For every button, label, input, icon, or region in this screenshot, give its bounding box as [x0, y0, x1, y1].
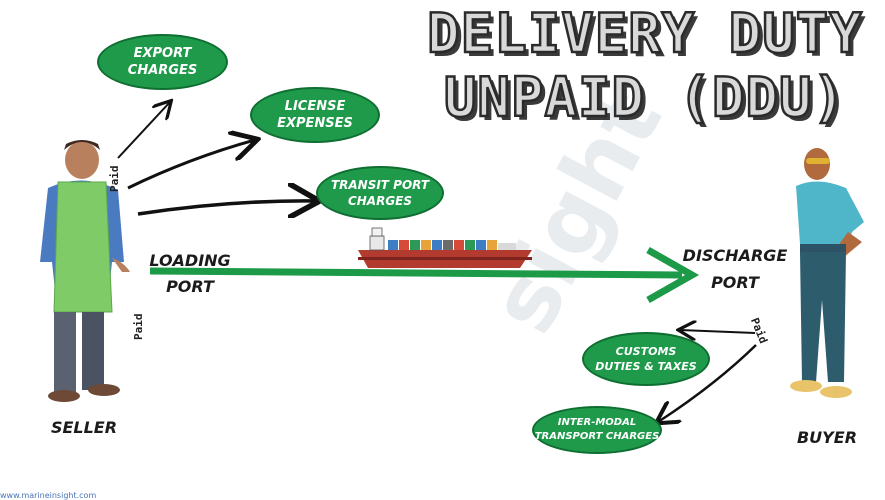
- license-expenses-line-1: LICENSE: [284, 99, 346, 114]
- export-charges-pill: EXPORT CHARGES: [97, 34, 228, 90]
- paid-label-seller-bottom: Paid: [132, 313, 145, 341]
- export-charges-line-2: CHARGES: [127, 63, 198, 78]
- paid-label-seller-top: Paid: [108, 165, 121, 193]
- cargo-ship: [358, 227, 532, 268]
- intermodal-charges-pill: INTER-MODAL TRANSPORT CHARGES: [532, 406, 662, 454]
- transit-port-charges-pill: TRANSIT PORT CHARGES: [316, 166, 444, 220]
- license-expenses-line-2: EXPENSES: [277, 116, 353, 131]
- loading-port-line-1: LOADING: [149, 251, 231, 270]
- customs-duties-line-1: CUSTOMS: [615, 345, 677, 358]
- intermodal-charges-line-2: TRANSPORT CHARGES: [534, 431, 660, 442]
- discharge-port-line-2: PORT: [711, 273, 759, 292]
- license-expenses-pill: LICENSE EXPENSES: [250, 87, 380, 143]
- footer-url: www.marineinsight.com: [0, 491, 97, 500]
- seller-label: SELLER: [50, 418, 118, 437]
- seller-figure: [40, 140, 130, 402]
- arrow-transit-charges: [137, 201, 316, 214]
- intermodal-charges-line-1: INTER-MODAL: [557, 417, 637, 428]
- transit-port-charges-line-1: TRANSIT PORT: [330, 178, 430, 192]
- customs-duties-pill: CUSTOMS DUTIES & TAXES: [582, 332, 710, 386]
- discharge-port-label: DISCHARGE PORT: [682, 242, 788, 296]
- transit-port-charges-line-2: CHARGES: [347, 194, 413, 208]
- loading-port-line-2: PORT: [166, 277, 214, 296]
- route-arrow: [149, 246, 700, 304]
- arrow-export-charges: [117, 102, 170, 159]
- page-title-line-1: DELIVERY DUTY: [426, 2, 863, 65]
- arrow-customs-duties: [680, 330, 756, 333]
- customs-duties-line-2: DUTIES & TAXES: [595, 360, 697, 373]
- page-title-line-2: UNPAID (DDU): [443, 66, 847, 129]
- arrow-license-expenses: [127, 140, 255, 190]
- export-charges-line-1: EXPORT: [133, 46, 192, 61]
- loading-port-label: LOADING PORT: [142, 248, 238, 300]
- buyer-label: BUYER: [796, 428, 858, 447]
- buyer-figure: [790, 148, 864, 398]
- arrow-intermodal: [658, 344, 757, 422]
- discharge-port-line-1: DISCHARGE: [682, 246, 788, 265]
